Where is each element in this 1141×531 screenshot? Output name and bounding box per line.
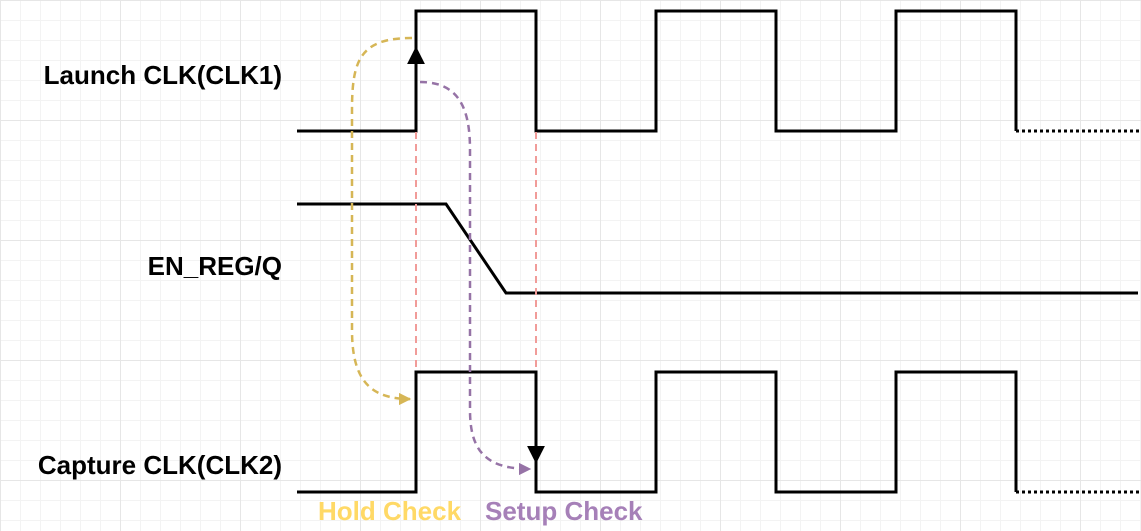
- setup-check-label: Setup Check: [485, 496, 643, 526]
- launch-clk-waveform: [297, 9, 1018, 133]
- en-reg-q-label: EN_REG/Q: [148, 251, 282, 281]
- capture-clk-waveform: [297, 370, 1018, 494]
- setup-check-arrow: [419, 80, 532, 476]
- en-reg-q-waveform: [297, 202, 1138, 295]
- hold-check-arrow: [350, 36, 413, 406]
- hold-check-label: Hold Check: [318, 496, 462, 526]
- capture-clk-label: Capture CLK(CLK2): [38, 450, 282, 480]
- launch-clk-label: Launch CLK(CLK1): [44, 60, 282, 90]
